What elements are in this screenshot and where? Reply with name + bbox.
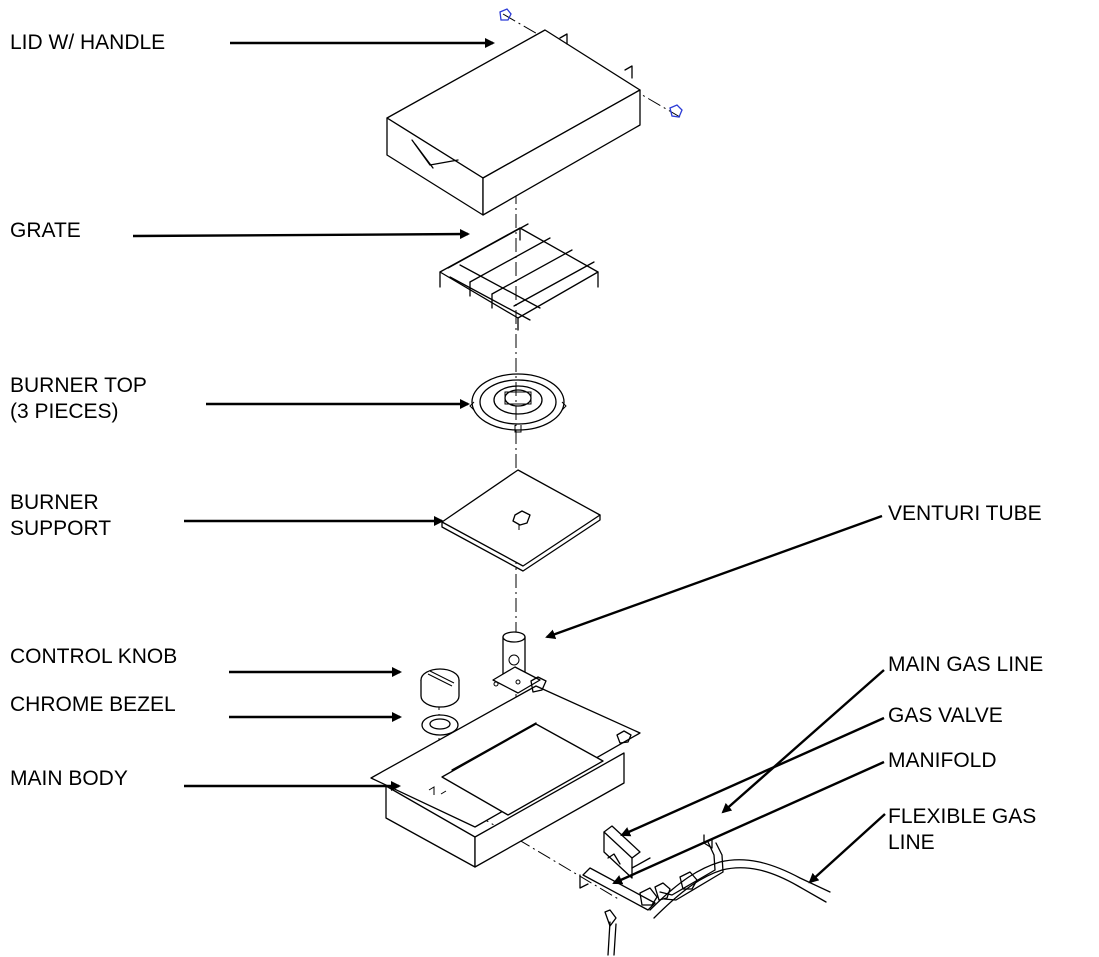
label-burner-support: BURNER SUPPORT [10, 490, 111, 542]
chrome-bezel-drawing [421, 714, 459, 736]
main-gas-line-leader [721, 669, 885, 814]
main-gas-line-drawing [654, 834, 724, 901]
label-lid-w-handle: LID W/ HANDLE [10, 31, 166, 54]
control-knob-drawing [420, 668, 460, 708]
flexible-gas-line-leader [808, 813, 886, 884]
label-venturi-tube: VENTURI TUBE [888, 502, 1042, 525]
label-flexible-gas-line: FLEXIBLE GAS LINE [888, 804, 1036, 856]
main-body-drawing [370, 676, 641, 868]
label-burner-top-line2: (3 PIECES) [10, 400, 119, 423]
label-burner-top: BURNER TOP (3 PIECES) [10, 373, 147, 425]
venturi-tube-drawing [492, 631, 541, 694]
burner-support-drawing [441, 469, 601, 572]
manifold-leader [612, 760, 885, 885]
label-control-knob: CONTROL KNOB [10, 645, 178, 668]
hinge-pins [499, 8, 683, 118]
label-main-body: MAIN BODY [10, 767, 128, 790]
gas-valve-leader [620, 716, 885, 837]
flexible-gas-line-drawing [639, 859, 831, 919]
label-grate: GRATE [10, 219, 81, 242]
label-chrome-bezel: CHROME BEZEL [10, 693, 176, 716]
lid-drawing [386, 29, 641, 216]
label-gas-valve: GAS VALVE [888, 704, 1003, 727]
venturi-tube-leader [545, 514, 883, 639]
label-burner-support-line2: SUPPORT [10, 517, 112, 540]
grate-leader [132, 229, 470, 240]
label-manifold: MANIFOLD [888, 749, 997, 772]
label-burner-support-line1: BURNER [10, 491, 99, 514]
manifold-drawing [579, 867, 656, 956]
grate-drawing [439, 223, 599, 331]
gas-valve-drawing [603, 825, 651, 879]
label-main-gas-line: MAIN GAS LINE [888, 653, 1044, 676]
label-flexible-gas-line-line2: LINE [888, 831, 935, 854]
label-flexible-gas-line-line1: FLEXIBLE GAS [888, 805, 1037, 828]
burner-top-drawing [469, 373, 567, 433]
label-burner-top-line1: BURNER TOP [10, 374, 147, 397]
